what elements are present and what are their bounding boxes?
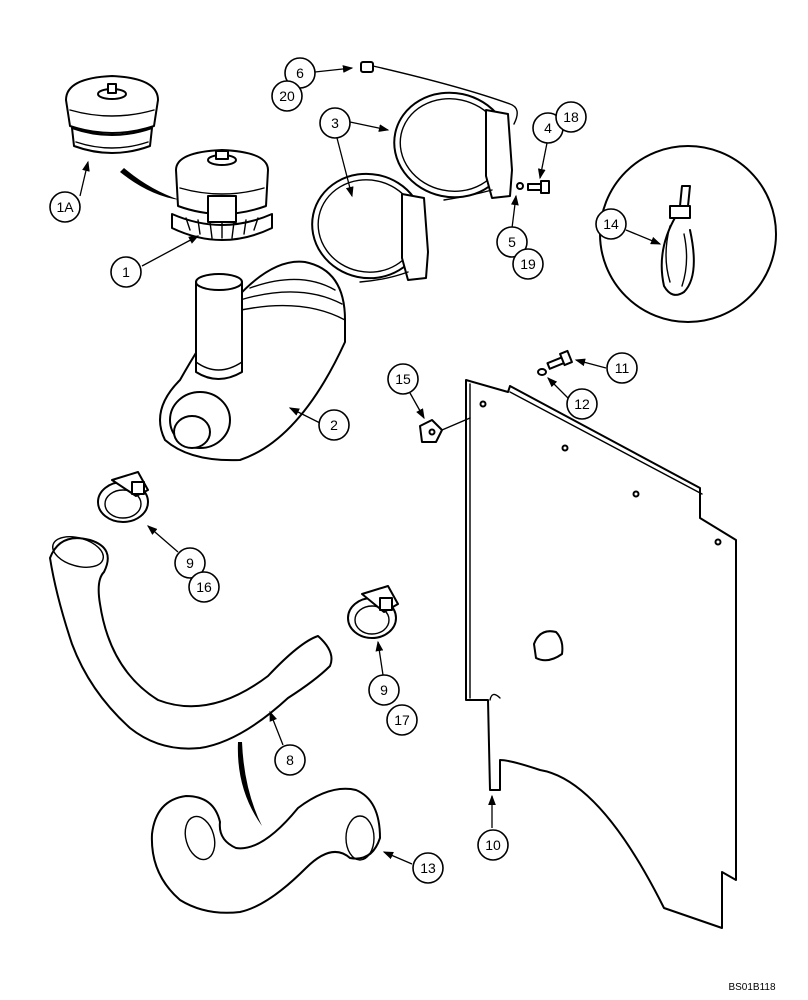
intake-hose-lower (150, 787, 381, 914)
callout-5: 5 (496, 226, 528, 258)
hose-clamp-lower (347, 585, 399, 639)
precleaner (171, 149, 273, 241)
callout-1a-label: 1A (56, 199, 74, 215)
cable-tie-detail (599, 145, 777, 323)
callout-17: 17 (386, 704, 418, 736)
side-panel (465, 379, 737, 929)
hose-clamp-upper (97, 471, 149, 523)
callout-13-label: 13 (420, 860, 436, 876)
air-cleaner-housing (159, 260, 346, 462)
drawing-code: BS01B118 (728, 982, 776, 993)
callout-13: 13 (412, 852, 444, 884)
callout-1-label: 1 (122, 264, 130, 280)
callout-15: 15 (387, 363, 419, 395)
washer (516, 182, 524, 190)
callout-1a: 1A (49, 191, 81, 223)
panel-clip (419, 417, 471, 443)
callout-11: 11 (606, 352, 638, 384)
callout-15-label: 15 (395, 371, 411, 387)
callout-9-lower: 9 (368, 674, 400, 706)
callout-20-label: 20 (279, 88, 295, 104)
callout-10-label: 10 (485, 837, 501, 853)
callout-9-upper-label: 9 (186, 555, 194, 571)
callout-4-label: 4 (544, 120, 552, 136)
callout-3-label: 3 (331, 115, 339, 131)
callout-2: 2 (318, 409, 350, 441)
callout-9-upper: 9 (174, 547, 206, 579)
callout-16: 16 (188, 571, 220, 603)
callout-5-label: 5 (508, 234, 516, 250)
assembly-arrow-1a (120, 168, 180, 200)
callout-6: 6 (284, 57, 316, 89)
mounting-band-front (311, 172, 429, 283)
callout-3: 3 (319, 107, 351, 139)
callout-1: 1 (110, 256, 142, 288)
callout-19: 19 (512, 248, 544, 280)
callout-19-label: 19 (520, 256, 536, 272)
assembly-arrow-8 (237, 742, 262, 826)
panel-washer (537, 368, 547, 376)
precleaner-cap (65, 75, 159, 154)
callout-11-label: 11 (615, 360, 630, 376)
intake-hose-upper (49, 536, 333, 750)
callout-12: 12 (566, 388, 598, 420)
callout-18: 18 (555, 101, 587, 133)
callout-12-label: 12 (574, 396, 590, 412)
callout-8-label: 8 (286, 752, 294, 768)
callout-14-label: 14 (603, 216, 619, 232)
callout-14: 14 (595, 208, 627, 240)
callout-18-label: 18 (563, 109, 579, 125)
callout-9-lower-label: 9 (380, 682, 388, 698)
callout-8: 8 (274, 744, 306, 776)
callout-10: 10 (477, 829, 509, 861)
callout-17-label: 17 (394, 712, 410, 728)
callout-2-label: 2 (330, 417, 338, 433)
leader-lines (79, 65, 662, 865)
nut (360, 61, 518, 125)
callout-16-label: 16 (196, 579, 212, 595)
panel-bolt (546, 349, 573, 370)
callout-6-label: 6 (296, 65, 304, 81)
bolt (527, 180, 550, 194)
callout-20: 20 (271, 80, 303, 112)
mounting-band-rear (393, 91, 513, 201)
